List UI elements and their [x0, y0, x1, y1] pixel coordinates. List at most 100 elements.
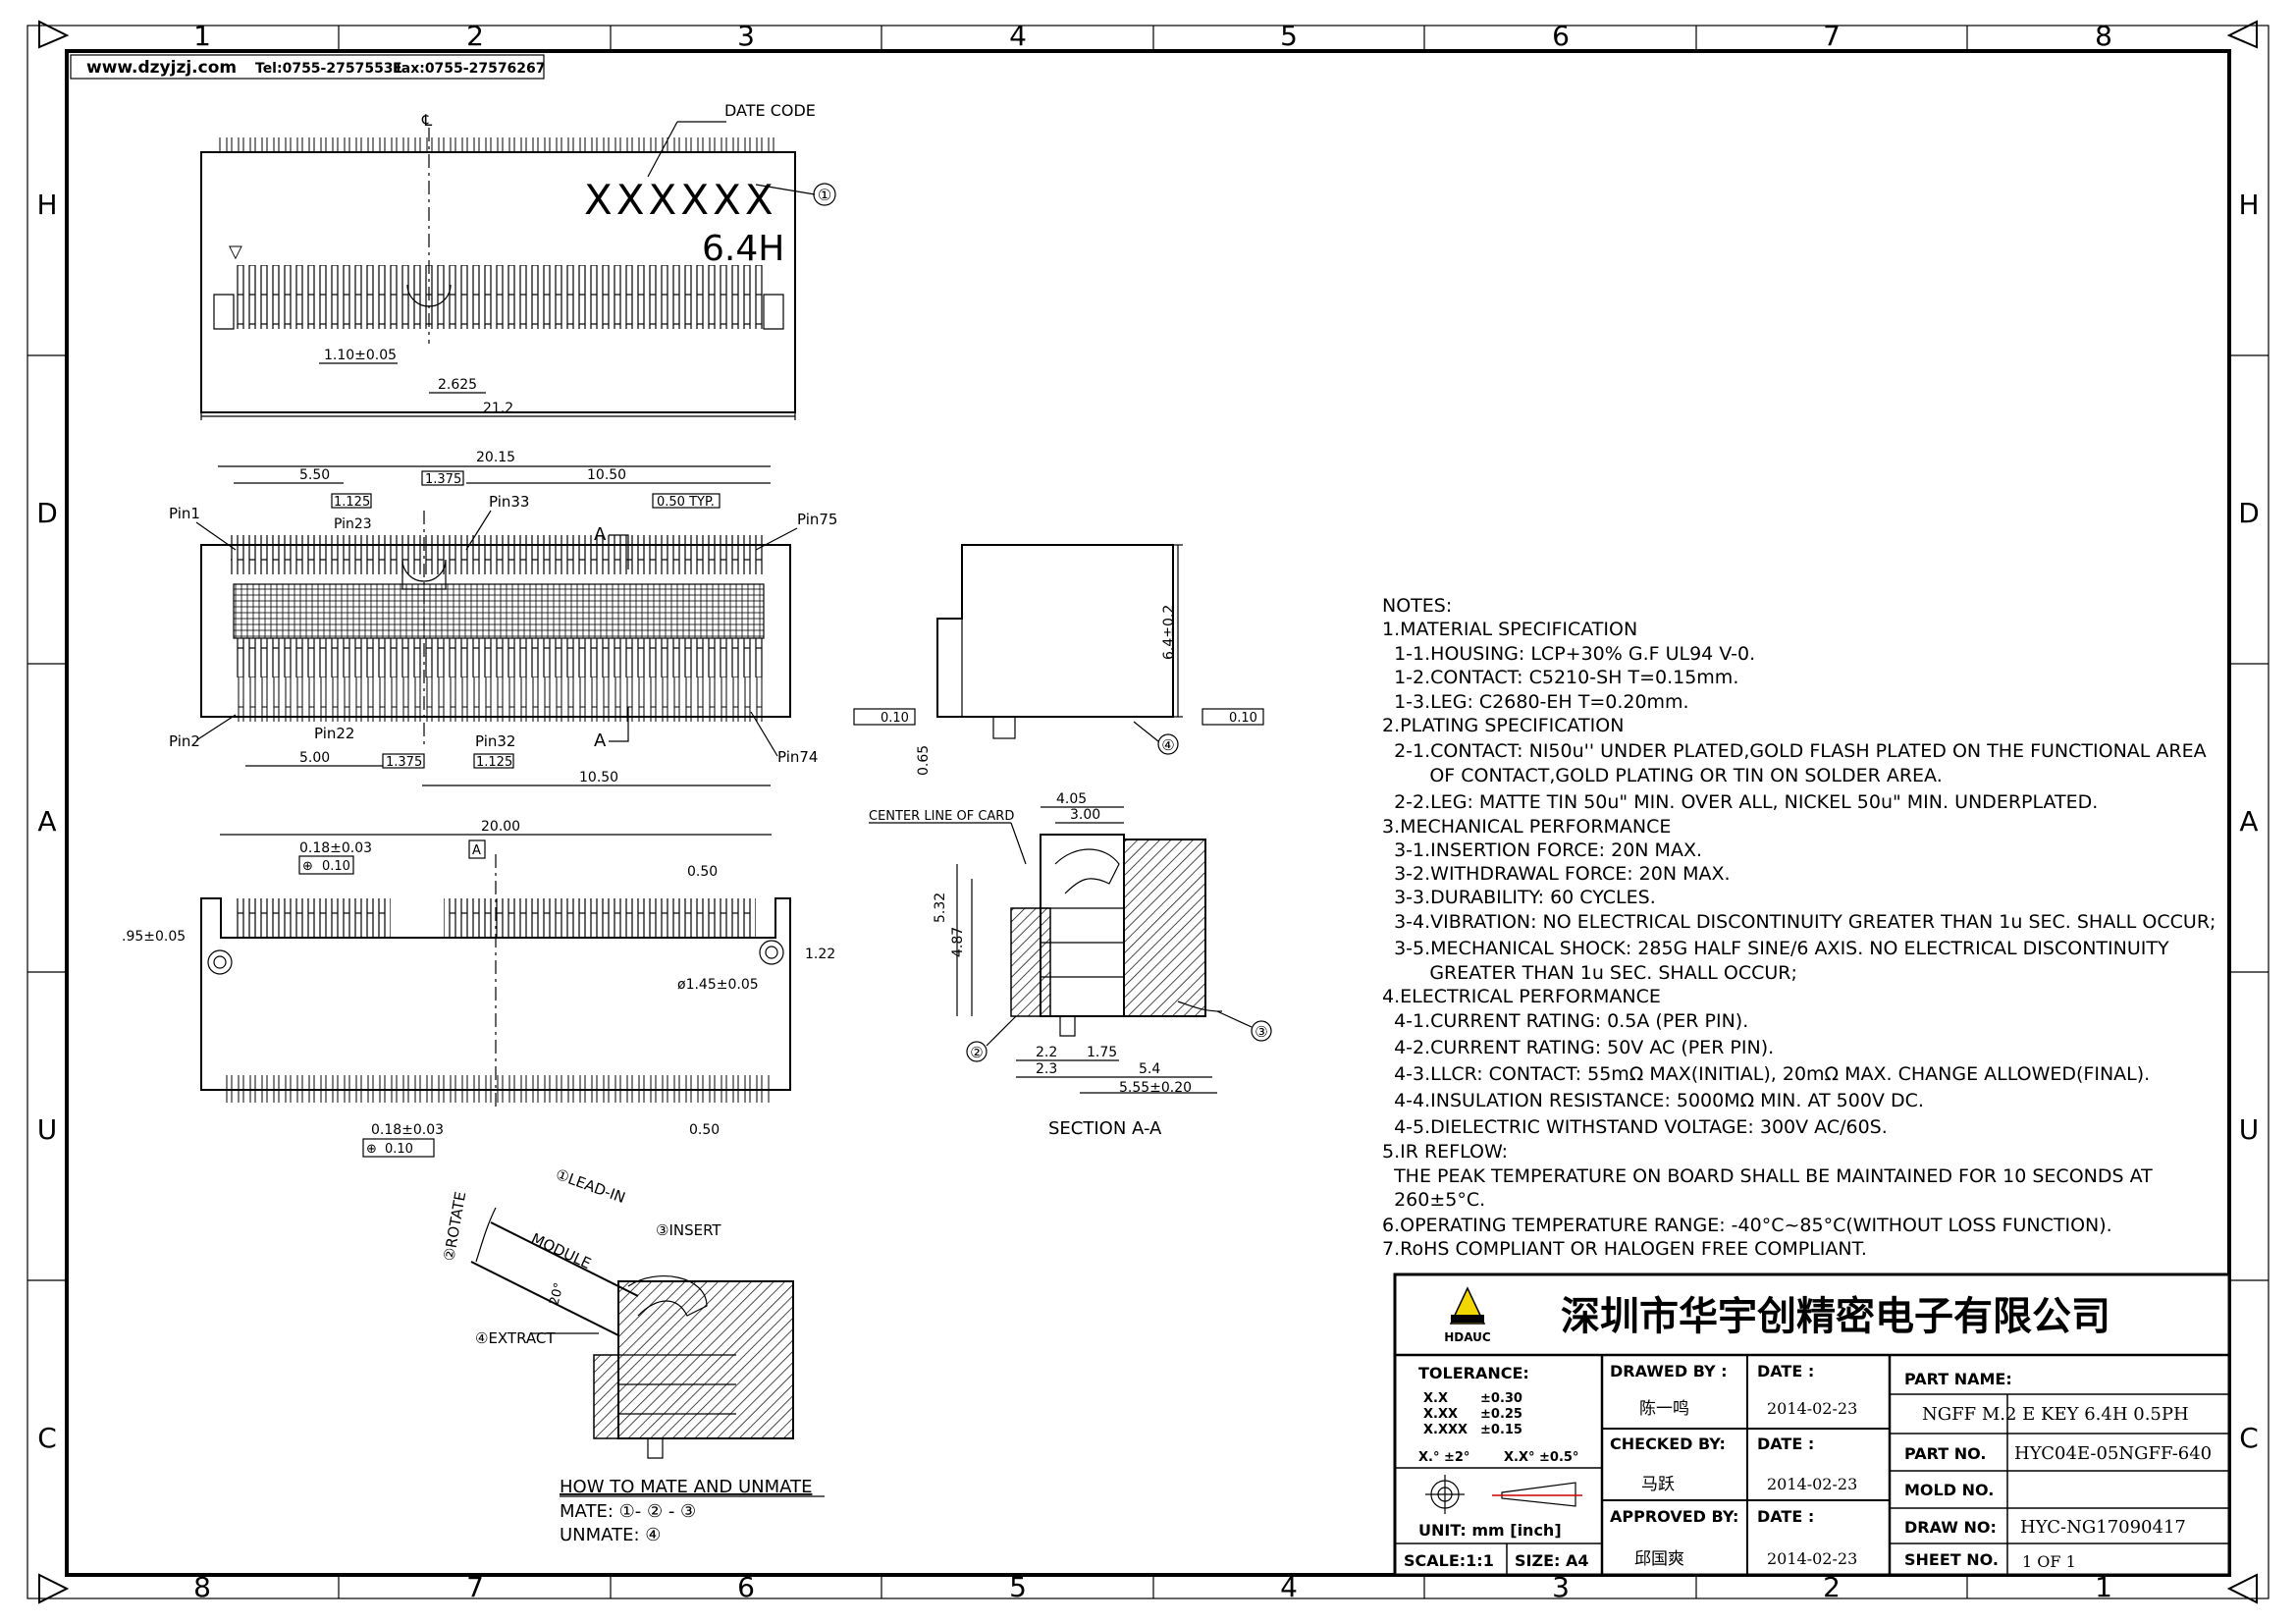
note-line: 4-5.DIELECTRIC WITHSTAND VOLTAGE: 300V A…	[1382, 1116, 1888, 1138]
pin32-label: Pin32	[475, 732, 515, 750]
row-label-right: C	[2239, 1422, 2259, 1454]
header-tel: Tel:0755-27575531	[255, 61, 402, 77]
col-label-bottom: 8	[193, 1571, 211, 1603]
row-label-right: D	[2238, 497, 2260, 529]
dim-175: 1.75	[1087, 1045, 1117, 1060]
col-label-bottom: 5	[1009, 1571, 1027, 1603]
dim-hole-left: .95±0.05	[122, 929, 186, 945]
part-no: HYC04E-05NGFF-640	[2014, 1443, 2212, 1464]
note-line: 4-3.LLCR: CONTACT: 55mΩ MAX(INITIAL), 20…	[1382, 1063, 2150, 1085]
svg-text:⊕: ⊕	[302, 859, 313, 874]
col-label-bottom: 3	[1552, 1571, 1570, 1603]
tol-x: X.X	[1423, 1391, 1448, 1406]
row-label-right: U	[2239, 1113, 2260, 1146]
dim-bottom-right: 10.50	[579, 770, 618, 785]
date-label-3: DATE :	[1757, 1507, 1814, 1526]
callout-4: ④	[1161, 736, 1174, 754]
company-logo: HDAUC	[1444, 1286, 1491, 1344]
dim-487: 4.87	[950, 927, 966, 957]
part-name: NGFF M.2 E KEY 6.4H 0.5PH	[1922, 1404, 2189, 1425]
dim-gap: 1.375	[425, 472, 461, 487]
dim-bottom-1125: 1.125	[476, 755, 512, 770]
col-label-top: 5	[1280, 20, 1298, 52]
drawn-by: 陈一鸣	[1639, 1399, 1689, 1419]
note-line: OF CONTACT,GOLD PLATING OR TIN ON SOLDER…	[1382, 765, 1943, 786]
dim-height: 6.4±0.2	[1161, 605, 1177, 660]
row-label-left: D	[36, 497, 58, 529]
callout-3: ③	[1255, 1023, 1267, 1041]
center-line-symbol: ℄	[421, 111, 433, 130]
note-line: 1-1.HOUSING: LCP+30% G.F UL94 V-0.	[1382, 643, 1755, 665]
date-2: 2014-02-23	[1767, 1475, 1857, 1493]
dim-overall: 20.15	[476, 450, 515, 465]
part-name-label: PART NAME:	[1904, 1370, 2012, 1388]
zone-labels: 1 2 3 4 5 6 7 8 8 7 6 5 4 3 2 1 H D A U …	[36, 20, 2260, 1603]
date-label-1: DATE :	[1757, 1362, 1814, 1380]
draw-no-label: DRAW NO:	[1904, 1518, 1997, 1537]
col-label-top: 4	[1009, 20, 1027, 52]
dim-flat-right: 0.10	[1229, 711, 1257, 726]
dim-300: 3.00	[1070, 807, 1100, 823]
tol-ang2: X.X° ±0.5°	[1504, 1450, 1578, 1465]
dim-left: 5.50	[299, 467, 330, 483]
col-label-top: 8	[2095, 20, 2112, 52]
col-label-bottom: 6	[737, 1571, 755, 1603]
note-line: 4-1.CURRENT RATING: 0.5A (PER PIN).	[1382, 1010, 1748, 1032]
pin23-label: Pin23	[334, 516, 372, 532]
pin74-label: Pin74	[777, 748, 818, 766]
dim-555: 5.55±0.20	[1119, 1080, 1192, 1096]
note-line: 3-2.WITHDRAWAL FORCE: 20N MAX.	[1382, 863, 1731, 885]
header-website: www.dzyjzj.com	[86, 58, 237, 78]
module-label: MODULE	[528, 1229, 594, 1272]
row-label-left: H	[36, 189, 57, 221]
dim-532: 5.32	[933, 893, 948, 923]
front-view: 20.15 5.50 1.375 10.50 1.125 0.50 TYP. P…	[169, 450, 837, 786]
callout-1: ①	[818, 186, 831, 204]
col-label-bottom: 2	[1823, 1571, 1841, 1603]
tol-xxx: X.XXX	[1423, 1423, 1468, 1437]
pin75-label: Pin75	[797, 511, 837, 528]
note-line: 7.RoHS COMPLIANT OR HALOGEN FREE COMPLIA…	[1382, 1238, 1867, 1260]
note-line: NOTES:	[1382, 595, 1452, 617]
note-line: 3.MECHANICAL PERFORMANCE	[1382, 816, 1671, 838]
rotate-label: ②ROTATE	[440, 1190, 469, 1262]
dim-flat-left: 0.10	[881, 711, 909, 726]
tol-xx: X.XX	[1423, 1407, 1458, 1422]
dim-right: 10.50	[587, 467, 626, 483]
dim-offset: 2.625	[438, 377, 477, 393]
unit-label: UNIT: mm [inch]	[1418, 1521, 1562, 1540]
dim-bottom-left: 5.00	[299, 750, 330, 766]
dim-pitch-top: 0.50	[687, 864, 718, 880]
col-label-top: 2	[466, 20, 484, 52]
pin22-label: Pin22	[314, 725, 354, 742]
tol-xxx-val: ±0.15	[1480, 1423, 1522, 1437]
header-contact: www.dzyjzj.com Tel:0755-27575531 Fax:075…	[70, 54, 546, 80]
dim-23: 2.3	[1036, 1061, 1057, 1077]
notes: NOTES: 1.MATERIAL SPECIFICATION 1-1.HOUS…	[1382, 595, 2216, 1260]
sheet-no-label: SHEET NO.	[1904, 1550, 1999, 1569]
angle-label: 20°	[547, 1281, 566, 1307]
sheet-no: 1 OF 1	[2022, 1552, 2076, 1571]
section-view: CENTER LINE OF CARD 4.05 3.00 5.32 4.87 …	[869, 791, 1272, 1139]
note-line: 6.OPERATING TEMPERATURE RANGE: -40°C~85°…	[1382, 1215, 2112, 1236]
corner-triangle-icon	[38, 20, 70, 49]
draw-no: HYC-NG17090417	[2020, 1517, 2186, 1538]
tolerance-label: TOLERANCE:	[1418, 1364, 1529, 1382]
section-title: SECTION A-A	[1048, 1118, 1162, 1139]
checked-by-label: CHECKED BY:	[1610, 1435, 1726, 1453]
header-fax: Fax:0755-27576267	[393, 61, 546, 77]
lead-in-label: ①LEAD-IN	[554, 1165, 628, 1207]
row-label-right: H	[2238, 189, 2259, 221]
note-line: GREATER THAN 1u SEC. SHALL OCCUR;	[1382, 962, 1797, 984]
dim-pos-bottom: 0.10	[385, 1142, 413, 1157]
note-line: 3-4.VIBRATION: NO ELECTRICAL DISCONTINUI…	[1382, 911, 2216, 933]
title-block: HDAUC 深圳市华宇创精密电子有限公司 TOLERANCE: X.X ±0.3…	[1393, 1272, 2231, 1577]
note-line: 3-3.DURABILITY: 60 CYCLES.	[1382, 887, 1656, 908]
approved-by-label: APPROVED BY:	[1610, 1507, 1738, 1526]
drawn-by-label: DRAWED BY :	[1610, 1362, 1728, 1380]
side-view: 6.4±0.2 0.10 0.10 0.65 ④	[853, 544, 1264, 776]
approved-by: 邱国爽	[1634, 1549, 1684, 1569]
logo-text: HDAUC	[1444, 1330, 1491, 1344]
note-line: 2.PLATING SPECIFICATION	[1382, 715, 1624, 736]
corner-triangle-icon	[38, 1573, 70, 1604]
